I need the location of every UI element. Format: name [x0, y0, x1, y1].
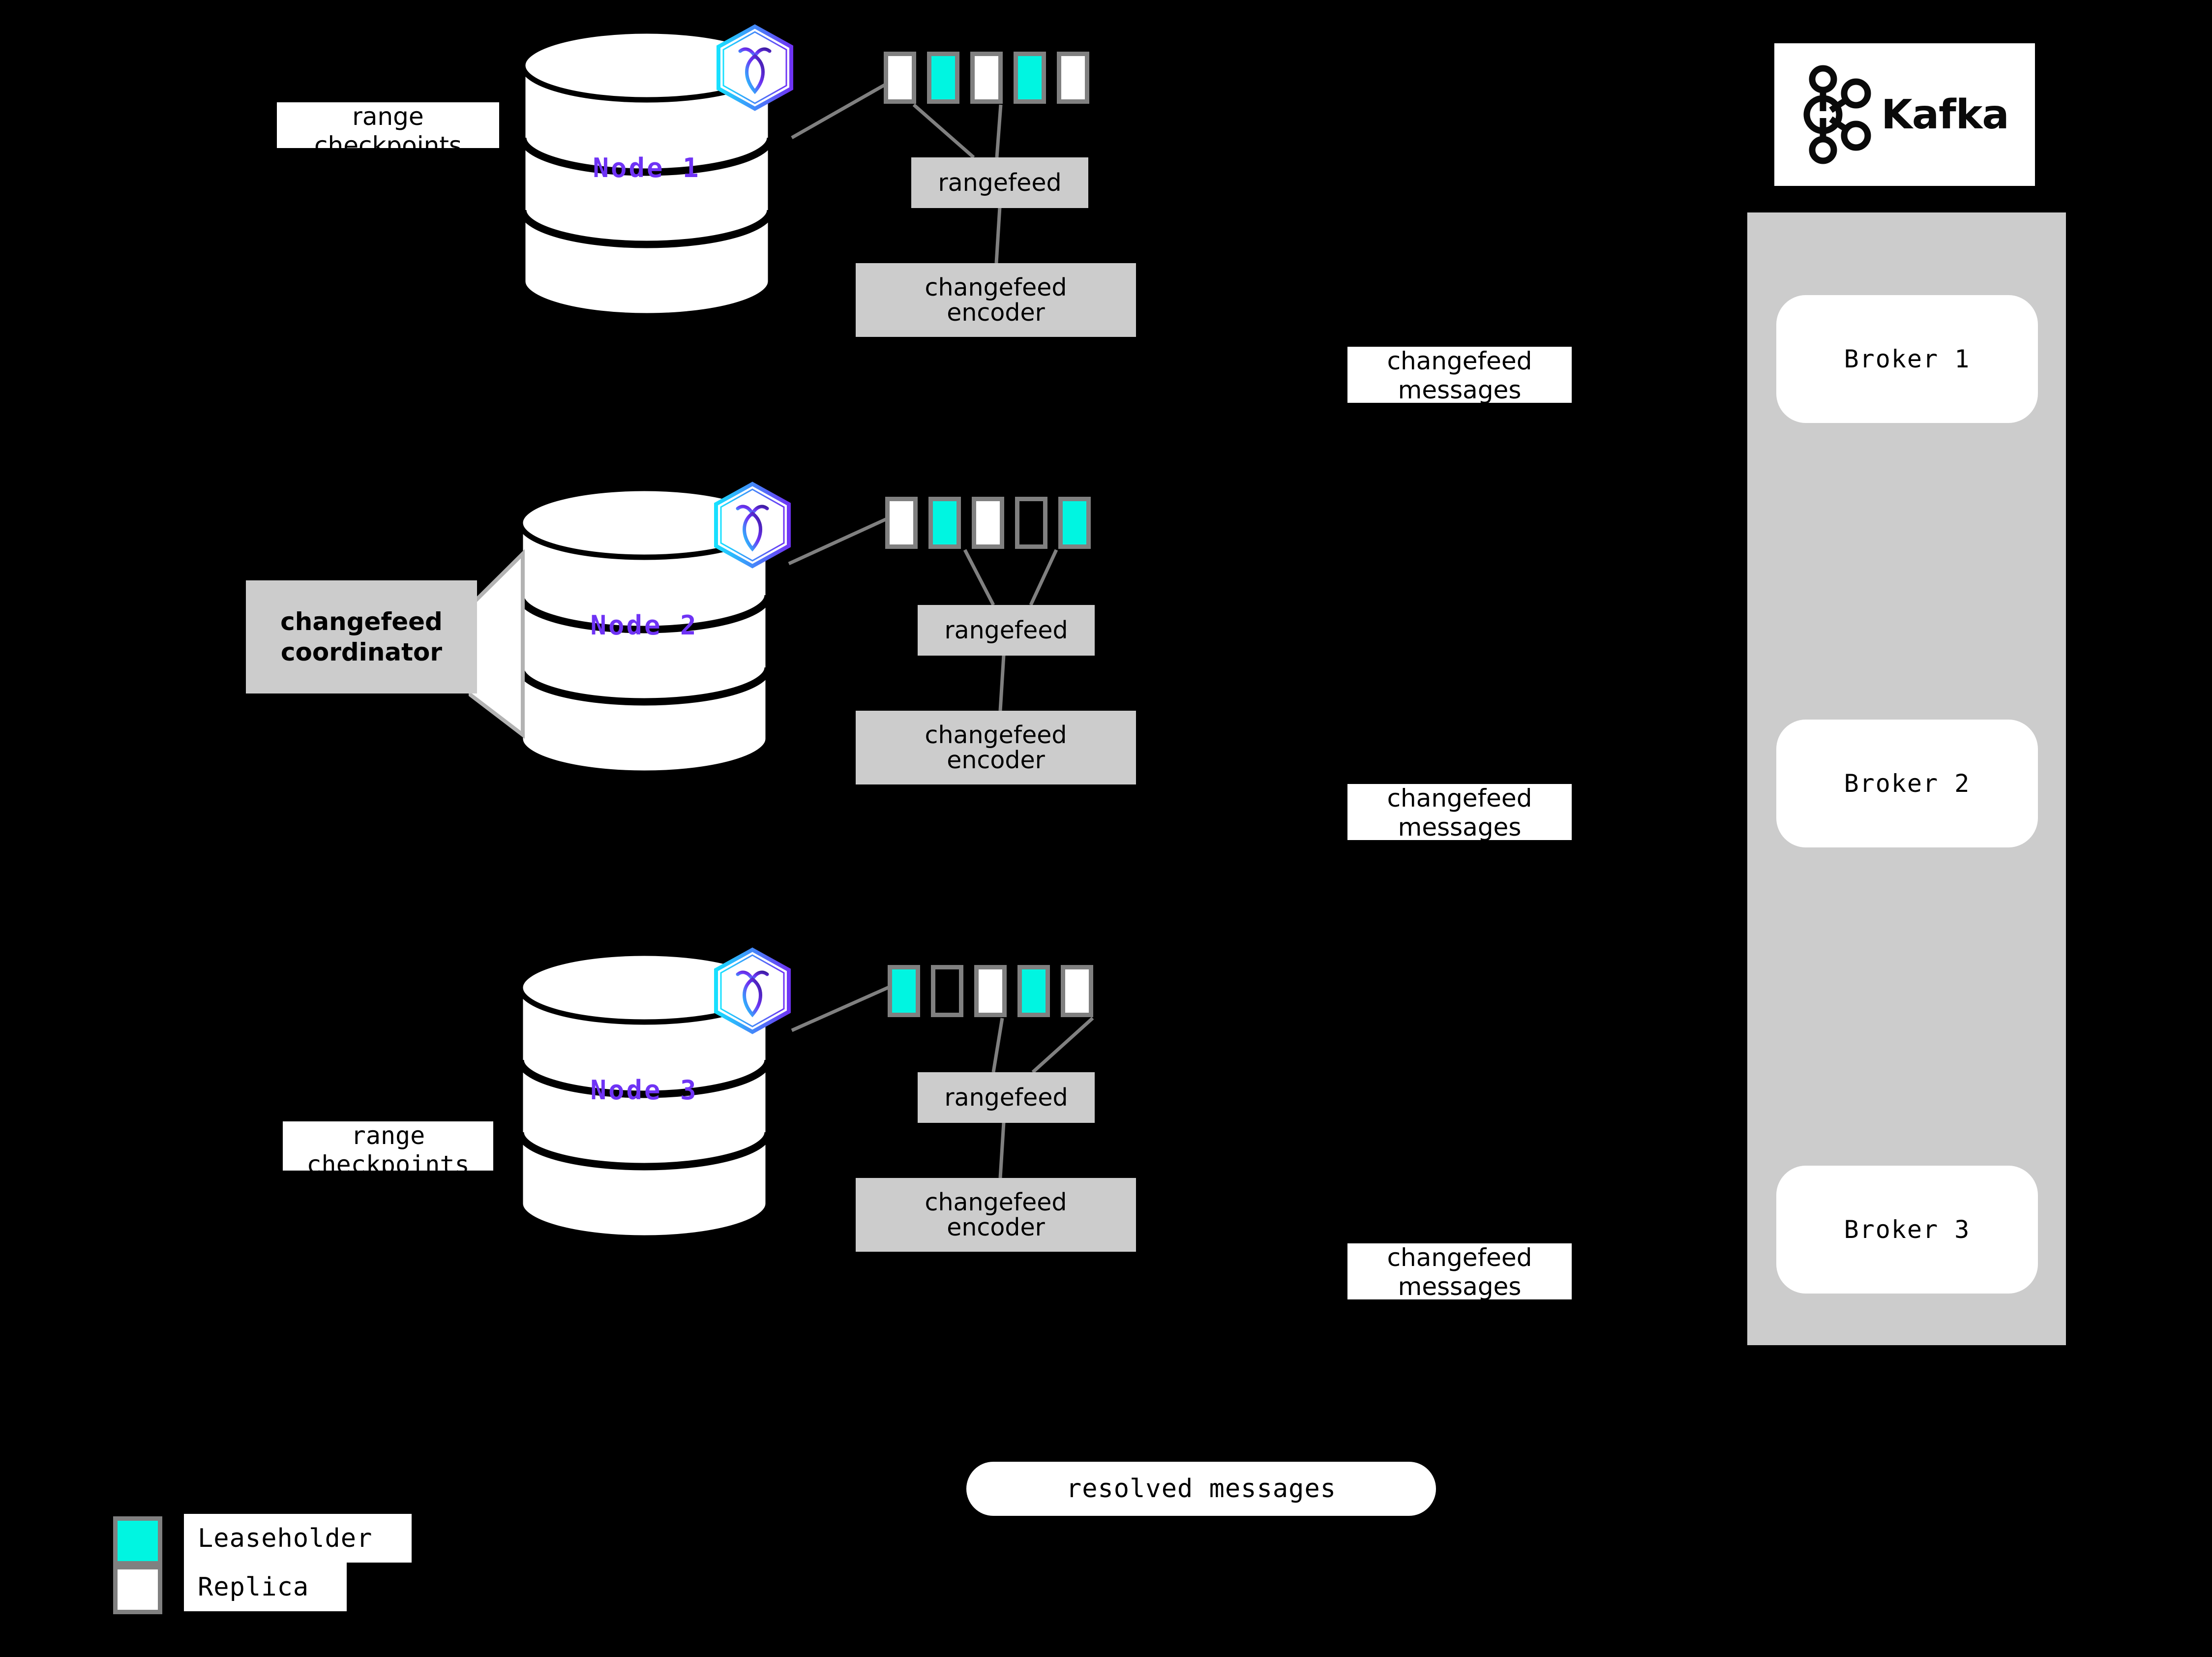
broker-2-box: Broker 2: [1776, 720, 2038, 847]
legend-swatch-leaseholder: [113, 1516, 162, 1566]
node-3-ranges: [888, 965, 1093, 1017]
range-checkpoints-label-3: range checkpoints: [283, 1121, 493, 1179]
range-box: [1061, 965, 1093, 1017]
node-2-rangefeed-box: rangefeed: [918, 605, 1095, 656]
node-3-label: Node 3: [590, 1075, 698, 1106]
node-2-cylinder: Node 2: [516, 484, 772, 777]
range-box: [931, 965, 963, 1017]
legend-swatch-replica: [113, 1565, 162, 1614]
node-3-cylinder: Node 3: [516, 949, 772, 1242]
node-1-cylinder: Node 1: [519, 27, 775, 320]
broker-1-box: Broker 1: [1776, 295, 2038, 423]
range-box: [1015, 497, 1047, 549]
resolved-messages-pill: resolved messages: [966, 1462, 1436, 1516]
cockroachdb-logo-icon: [707, 947, 798, 1038]
node-1-ranges: [884, 52, 1089, 104]
coordinator-callout-pointer: [469, 546, 547, 743]
kafka-logo-icon: [1803, 65, 1871, 164]
changefeed-messages-label-3: changefeed messages: [1347, 1243, 1572, 1301]
changefeed-coordinator-box: changefeed coordinator: [246, 580, 477, 693]
kafka-logo-box: Kafka: [1774, 43, 2035, 186]
range-box: [1017, 965, 1050, 1017]
node-3-changefeed-encoder-box: changefeed encoder: [856, 1178, 1136, 1252]
kafka-wordmark: Kafka: [1881, 91, 2009, 138]
range-box: [884, 52, 916, 104]
changefeed-messages-label-1: changefeed messages: [1347, 347, 1572, 404]
range-box: [928, 497, 961, 549]
range-box: [974, 965, 1007, 1017]
legend-label-replica: Replica: [184, 1563, 347, 1611]
node-1-rangefeed-box: rangefeed: [911, 157, 1088, 208]
broker-3-box: Broker 3: [1776, 1166, 2038, 1294]
node-2-label: Node 2: [590, 610, 698, 641]
range-box: [885, 497, 918, 549]
legend-label-leaseholder: Leaseholder: [184, 1514, 412, 1563]
range-box: [927, 52, 959, 104]
node-2-ranges: [885, 497, 1091, 549]
range-box: [1057, 52, 1089, 104]
range-box: [970, 52, 1003, 104]
range-checkpoints-label-1: range checkpoints: [277, 102, 499, 160]
node-1-changefeed-encoder-box: changefeed encoder: [856, 263, 1136, 337]
range-box: [1058, 497, 1091, 549]
changefeed-messages-label-2: changefeed messages: [1347, 784, 1572, 842]
cockroachdb-logo-icon: [707, 481, 798, 572]
node-1-label: Node 1: [593, 152, 701, 183]
node-3-rangefeed-box: rangefeed: [918, 1072, 1095, 1123]
node-2-changefeed-encoder-box: changefeed encoder: [856, 711, 1136, 784]
range-box: [1014, 52, 1046, 104]
range-box: [972, 497, 1004, 549]
cockroachdb-logo-icon: [710, 24, 801, 115]
range-box: [888, 965, 920, 1017]
